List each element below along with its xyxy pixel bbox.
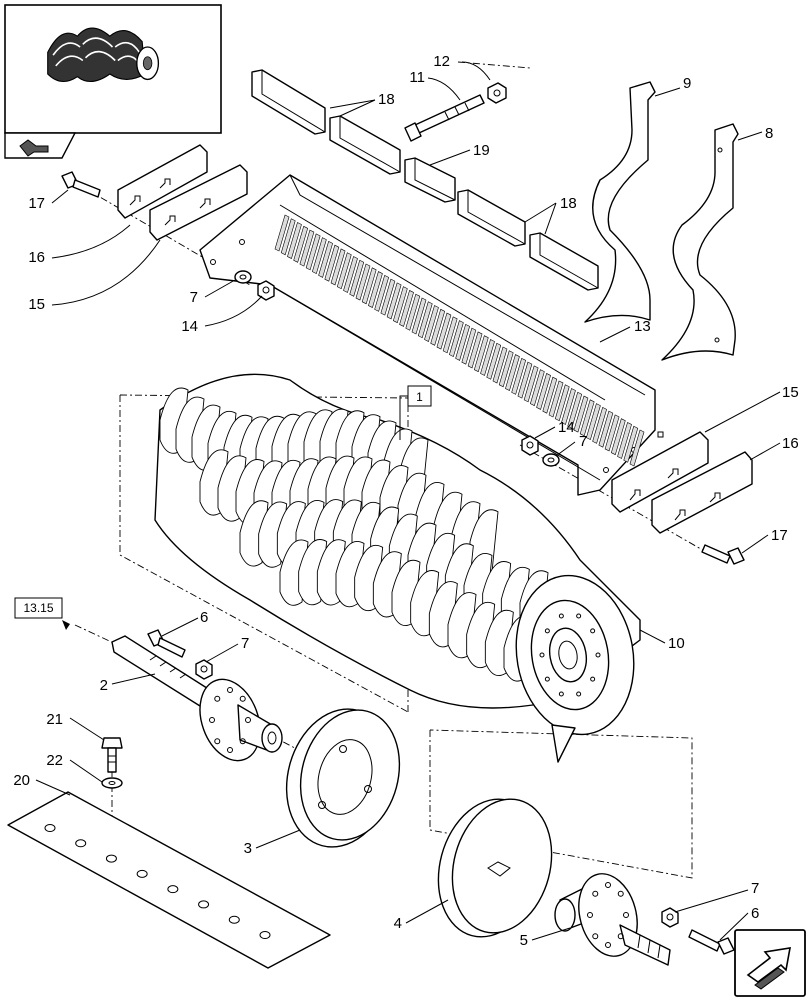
callout-15-left: 15 [28, 296, 45, 313]
callout-19: 19 [473, 142, 490, 159]
page-ref-label: 13.15 [23, 601, 53, 615]
shaft-2[interactable] [111, 635, 283, 769]
nut-7-upper[interactable] [195, 659, 213, 680]
callout-2: 2 [100, 677, 108, 694]
strip-18-upper-a[interactable] [251, 69, 326, 135]
strip-19[interactable] [404, 157, 456, 203]
hub-5[interactable] [554, 867, 671, 966]
prev-page-arrow-icon[interactable] [4, 132, 77, 159]
callout-16-right: 16 [782, 435, 799, 452]
callout-18-upper: 18 [378, 91, 395, 108]
axis-line-flange [269, 734, 376, 791]
callout-11: 11 [409, 69, 425, 86]
callout-21: 21 [46, 711, 63, 728]
next-page-arrow-icon[interactable] [734, 929, 806, 997]
bolt-6-upper[interactable] [147, 629, 186, 658]
spacer-plate-16-right[interactable] [651, 451, 753, 534]
spacer-plate-15-left[interactable] [149, 164, 248, 241]
nut-14-right[interactable] [521, 435, 539, 456]
bolt-17-right[interactable] [701, 544, 745, 565]
callout-7-upper: 7 [241, 635, 249, 652]
rotor-assembly-thumbnail[interactable] [4, 4, 222, 134]
callout-18-lower: 18 [560, 195, 577, 212]
assembly-ref-label: 1 [416, 390, 423, 404]
callout-17-right: 17 [771, 527, 788, 544]
nut-14-left[interactable] [257, 280, 275, 301]
leader-lines [35, 61, 781, 941]
nut-7-lower[interactable] [661, 907, 679, 928]
spacer-plate-15-right[interactable] [611, 431, 709, 513]
spacer-plate-16-left[interactable] [117, 144, 208, 219]
washer-7-right[interactable] [542, 453, 560, 467]
callout-12: 12 [433, 53, 450, 70]
callout-7-left: 7 [190, 289, 198, 306]
callout-7-lower: 7 [751, 880, 759, 897]
bolt-11[interactable] [404, 94, 485, 142]
callout-6-lower: 6 [751, 905, 759, 922]
rotor-10[interactable] [154, 373, 646, 763]
bolt-17-left[interactable] [61, 171, 101, 198]
strip-18-lower-a[interactable] [457, 189, 526, 247]
counter-knife-teeth [274, 214, 645, 467]
callout-16-left: 16 [28, 249, 45, 266]
rotor-end-plate [515, 574, 635, 763]
callout-20: 20 [13, 772, 30, 789]
callout-10: 10 [668, 635, 685, 652]
bolt-21[interactable] [101, 737, 123, 773]
strip-18-upper-b[interactable] [329, 115, 401, 175]
callout-22: 22 [46, 752, 63, 769]
washer-22[interactable] [101, 777, 123, 789]
callout-6-upper: 6 [200, 609, 208, 626]
callout-3: 3 [244, 840, 252, 857]
strip-18-lower-b[interactable] [529, 232, 599, 291]
callout-5: 5 [520, 932, 528, 949]
callout-13: 13 [634, 318, 651, 335]
page-ref-box[interactable]: 13.15 [14, 597, 70, 630]
bolt-6-lower[interactable] [688, 929, 735, 955]
callout-9: 9 [683, 75, 691, 92]
callout-17-left: 17 [28, 195, 45, 212]
rotor-fins [159, 387, 589, 686]
callout-14-right: 14 [558, 419, 575, 436]
scraper-plate-20[interactable] [7, 791, 331, 969]
axis-line-top [457, 61, 531, 69]
washer-7-left[interactable] [234, 270, 252, 284]
callout-15-right: 15 [782, 384, 799, 401]
disc-4[interactable] [424, 787, 566, 948]
knife-9[interactable] [584, 81, 656, 323]
callout-4: 4 [394, 915, 402, 932]
assembly-ref-box[interactable]: 1 [399, 385, 432, 440]
rotor-envelope-right [429, 729, 693, 879]
disc-3[interactable] [272, 697, 414, 859]
nut-12[interactable] [487, 82, 507, 104]
knife-8[interactable] [661, 123, 739, 361]
counter-knife-bar-13[interactable] [199, 174, 664, 496]
callout-labels: 12 11 9 8 18 19 18 17 16 15 7 14 13 14 7… [13, 53, 798, 949]
callout-8: 8 [765, 125, 773, 142]
callout-14-left: 14 [181, 318, 198, 335]
callout-7-right: 7 [579, 433, 587, 450]
